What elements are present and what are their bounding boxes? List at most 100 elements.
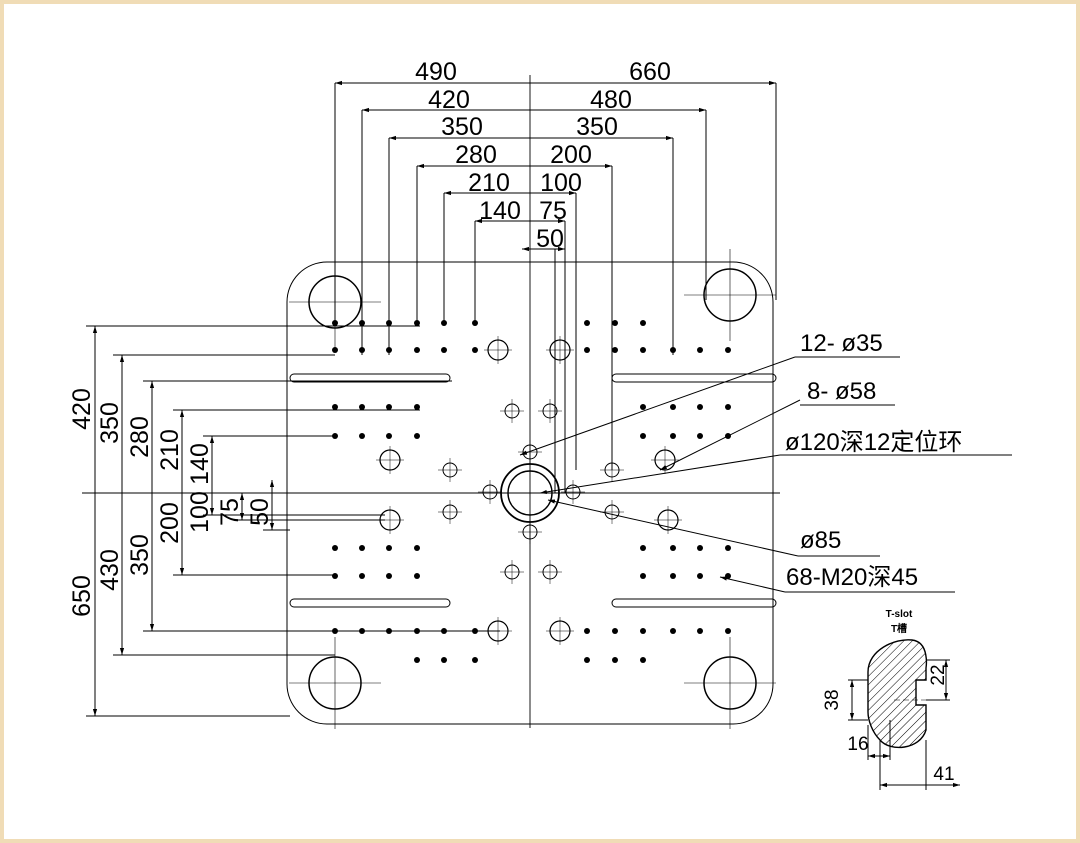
tapped-hole	[725, 347, 731, 353]
tslot-dim-16: 16	[847, 734, 868, 755]
top-dimension-labels: 490 420 350 280 210 140 660 480 350 200 …	[415, 58, 671, 253]
tapped-hole	[414, 573, 420, 579]
tapped-hole	[386, 628, 392, 634]
tapped-hole	[386, 320, 392, 326]
tapped-hole	[697, 545, 703, 551]
tapped-hole	[332, 573, 338, 579]
tapped-hole	[640, 545, 646, 551]
dim-100: 100	[540, 169, 582, 197]
vdim-350l: 350	[126, 534, 154, 576]
dim-200: 200	[550, 141, 592, 169]
tapped-hole	[697, 573, 703, 579]
dim-480: 480	[590, 86, 632, 114]
tapped-hole	[725, 628, 731, 634]
leader-threaded-holes	[719, 576, 786, 593]
tapped-hole	[359, 545, 365, 551]
tapped-hole	[584, 657, 590, 663]
tslot-dim-38: 38	[822, 689, 843, 710]
vdim-200: 200	[156, 502, 184, 544]
tapped-hole	[332, 320, 338, 326]
tapped-hole	[697, 433, 703, 439]
dim-490: 490	[415, 58, 457, 86]
callout-threaded-holes: 68-M20深45	[786, 564, 918, 591]
vdim-420: 420	[68, 388, 96, 430]
t-slot	[289, 373, 451, 383]
callout-center-85: ø85	[800, 527, 841, 554]
tapped-hole	[386, 433, 392, 439]
tslot-title: T-slot	[886, 609, 913, 620]
tapped-hole	[386, 573, 392, 579]
leader-holes-35	[519, 356, 796, 456]
tapped-hole	[670, 628, 676, 634]
dim-210: 210	[468, 169, 510, 197]
tapped-hole	[472, 628, 478, 634]
tapped-hole	[414, 657, 420, 663]
tapped-hole	[332, 545, 338, 551]
callout-holes-35: 12- ø35	[800, 330, 883, 357]
drawing-geometry	[86, 80, 1012, 790]
tapped-hole	[359, 347, 365, 353]
tapped-hole	[359, 628, 365, 634]
leader-center-85	[547, 499, 799, 557]
tapped-hole	[472, 347, 478, 353]
tapped-hole	[584, 320, 590, 326]
tapped-hole	[640, 404, 646, 410]
tapped-hole	[441, 628, 447, 634]
dim-280: 280	[455, 141, 497, 169]
t-slot	[611, 598, 777, 608]
t-slot	[289, 598, 451, 608]
tapped-hole	[359, 433, 365, 439]
tapped-hole	[472, 320, 478, 326]
tapped-hole	[612, 347, 618, 353]
tapped-hole	[640, 573, 646, 579]
t-slot	[611, 373, 777, 383]
tapped-hole	[670, 404, 676, 410]
tapped-hole	[697, 347, 703, 353]
dim-75: 75	[539, 197, 567, 225]
vdim-280: 280	[126, 416, 154, 458]
platen-outline	[82, 75, 780, 728]
tapped-hole	[359, 320, 365, 326]
tslot-detail-labels: T-slot T槽 22 38 16 41	[822, 609, 955, 785]
tapped-hole	[414, 433, 420, 439]
callout-holes-58: 8- ø58	[807, 378, 876, 405]
tapped-hole	[386, 404, 392, 410]
vdim-140: 140	[186, 443, 214, 485]
dim-420: 420	[428, 86, 470, 114]
tapped-hole	[640, 433, 646, 439]
tapped-hole	[359, 404, 365, 410]
tapped-hole	[441, 320, 447, 326]
vdim-430: 430	[96, 549, 124, 591]
tapped-hole	[725, 545, 731, 551]
tapped-hole	[670, 433, 676, 439]
tapped-hole	[697, 628, 703, 634]
tslot-dim-22: 22	[928, 664, 949, 685]
callout-labels: 12- ø35 8- ø58 ø120深12定位环 ø85 68-M20深45	[785, 330, 962, 591]
tapped-hole	[414, 320, 420, 326]
tapped-hole	[584, 347, 590, 353]
vdim-50: 50	[246, 498, 274, 526]
tapped-hole	[414, 545, 420, 551]
tapped-hole	[332, 628, 338, 634]
tapped-hole	[612, 657, 618, 663]
vdim-650: 650	[68, 575, 96, 617]
tapped-hole	[359, 573, 365, 579]
tapped-hole	[640, 320, 646, 326]
tslot-subtitle: T槽	[891, 622, 907, 635]
dim-660: 660	[629, 58, 671, 86]
tapped-hole	[386, 545, 392, 551]
tslot-dim-41: 41	[933, 764, 954, 785]
tapped-hole	[697, 404, 703, 410]
callout-locating-ring: ø120深12定位环	[785, 429, 962, 456]
tapped-hole	[472, 657, 478, 663]
tslot-section	[867, 639, 928, 749]
leader-locating-ring	[539, 454, 781, 494]
locating-ring-inner	[507, 470, 553, 516]
tapped-hole	[670, 347, 676, 353]
tapped-hole	[640, 657, 646, 663]
tapped-hole	[640, 347, 646, 353]
tapped-hole	[670, 573, 676, 579]
vdim-100: 100	[186, 491, 214, 533]
left-dimension-labels: 420 350 280 210 140 650 430 350 200 100 …	[68, 388, 274, 617]
